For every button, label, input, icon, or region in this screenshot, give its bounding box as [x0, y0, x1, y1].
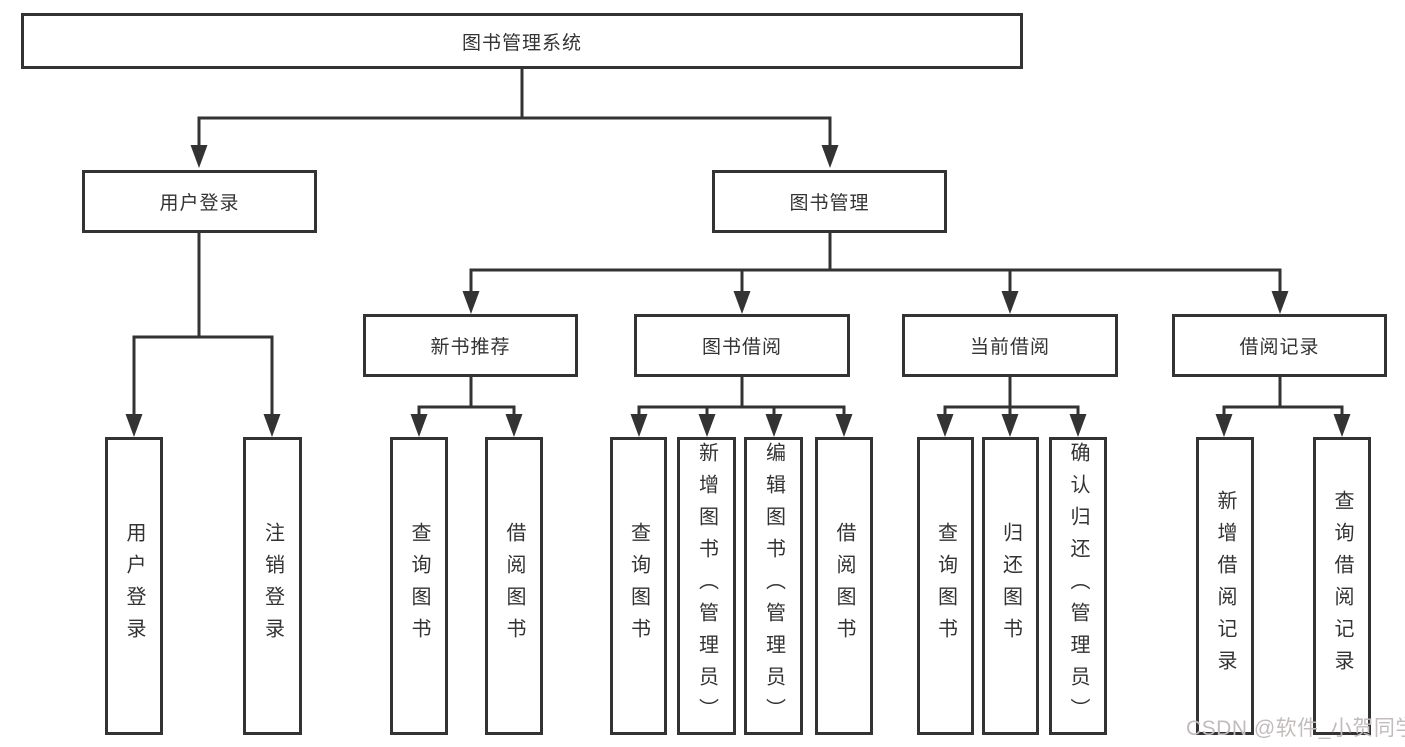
node-label: 查询图书 [627, 522, 650, 650]
arrowhead [936, 414, 954, 437]
arrowhead [1271, 291, 1289, 314]
node-user-login: 用户登录 [82, 170, 317, 233]
node-label: 图书管理 [789, 193, 870, 214]
arrowhead [1215, 414, 1233, 437]
arrowhead [821, 145, 839, 168]
node-label: 注销登录 [261, 522, 284, 650]
node-leaf-return-book: 归还图书 [982, 437, 1039, 735]
connector-user-login-children [132, 233, 274, 419]
node-label: 图书借阅 [701, 337, 782, 358]
arrowhead [125, 414, 143, 437]
connector-root-to-level2 [197, 69, 832, 150]
node-new-book-recommend: 新书推荐 [363, 314, 578, 377]
arrowhead [190, 145, 208, 168]
node-current-borrow: 当前借阅 [902, 314, 1118, 377]
node-root-library-system: 图书管理系统 [21, 13, 1023, 69]
arrowhead [835, 414, 853, 437]
arrowhead [462, 291, 480, 314]
node-leaf-borrow-books-1: 借阅图书 [485, 437, 543, 735]
node-label: 新增图书（管理员） [695, 442, 718, 730]
node-label: 查询图书 [408, 522, 430, 650]
node-book-management: 图书管理 [712, 170, 947, 233]
node-leaf-add-book-admin: 新增图书（管理员） [677, 437, 736, 735]
connector-new-book-children [417, 377, 516, 419]
arrowhead [733, 291, 751, 314]
arrowhead [1001, 414, 1019, 437]
node-label: 当前借阅 [969, 337, 1050, 358]
arrowhead [1333, 414, 1351, 437]
csdn-watermark: CSDN @软件_小贺同学 [1186, 717, 1405, 740]
node-borrow-records: 借阅记录 [1172, 314, 1387, 377]
node-leaf-confirm-return-admin: 确认归还（管理员） [1049, 437, 1107, 735]
arrowhead [765, 414, 783, 437]
node-label: 确认归还（管理员） [1067, 442, 1089, 730]
node-label: 借阅记录 [1239, 337, 1320, 358]
connector-book-borrow-children [637, 377, 846, 419]
arrowhead [263, 414, 281, 437]
node-leaf-borrow-books-2: 借阅图书 [815, 437, 873, 735]
node-label: 借阅图书 [833, 522, 855, 650]
node-leaf-query-borrow-record: 查询借阅记录 [1313, 437, 1371, 735]
node-leaf-query-books-2: 查询图书 [610, 437, 667, 735]
arrowhead [698, 414, 716, 437]
connector-borrow-records-children [1222, 377, 1344, 419]
arrowhead [505, 414, 523, 437]
node-label: 新书推荐 [430, 337, 511, 358]
node-label: 查询借阅记录 [1331, 490, 1353, 682]
node-label: 归还图书 [999, 522, 1022, 650]
node-book-borrow: 图书借阅 [634, 314, 850, 377]
arrowhead [1069, 414, 1087, 437]
node-leaf-query-books-3: 查询图书 [917, 437, 974, 735]
node-label: 编辑图书（管理员） [762, 442, 785, 730]
arrowhead [410, 414, 428, 437]
node-leaf-add-borrow-record: 新增借阅记录 [1196, 437, 1254, 735]
node-label: 用户登录 [159, 193, 240, 214]
node-leaf-edit-book-admin: 编辑图书（管理员） [744, 437, 803, 735]
node-leaf-user-login: 用户登录 [105, 437, 163, 735]
arrowhead [630, 414, 648, 437]
arrowhead [1001, 291, 1019, 314]
node-label: 用户登录 [123, 522, 145, 650]
connector-current-borrow-children [943, 377, 1080, 419]
node-label: 借阅图书 [503, 522, 525, 650]
node-label: 图书管理系统 [461, 32, 582, 54]
node-label: 查询图书 [934, 522, 957, 650]
connector-book-mgmt-to-level3 [469, 233, 1282, 296]
node-leaf-query-books-1: 查询图书 [390, 437, 448, 735]
node-leaf-logout: 注销登录 [243, 437, 302, 735]
node-label: 新增借阅记录 [1214, 490, 1236, 682]
